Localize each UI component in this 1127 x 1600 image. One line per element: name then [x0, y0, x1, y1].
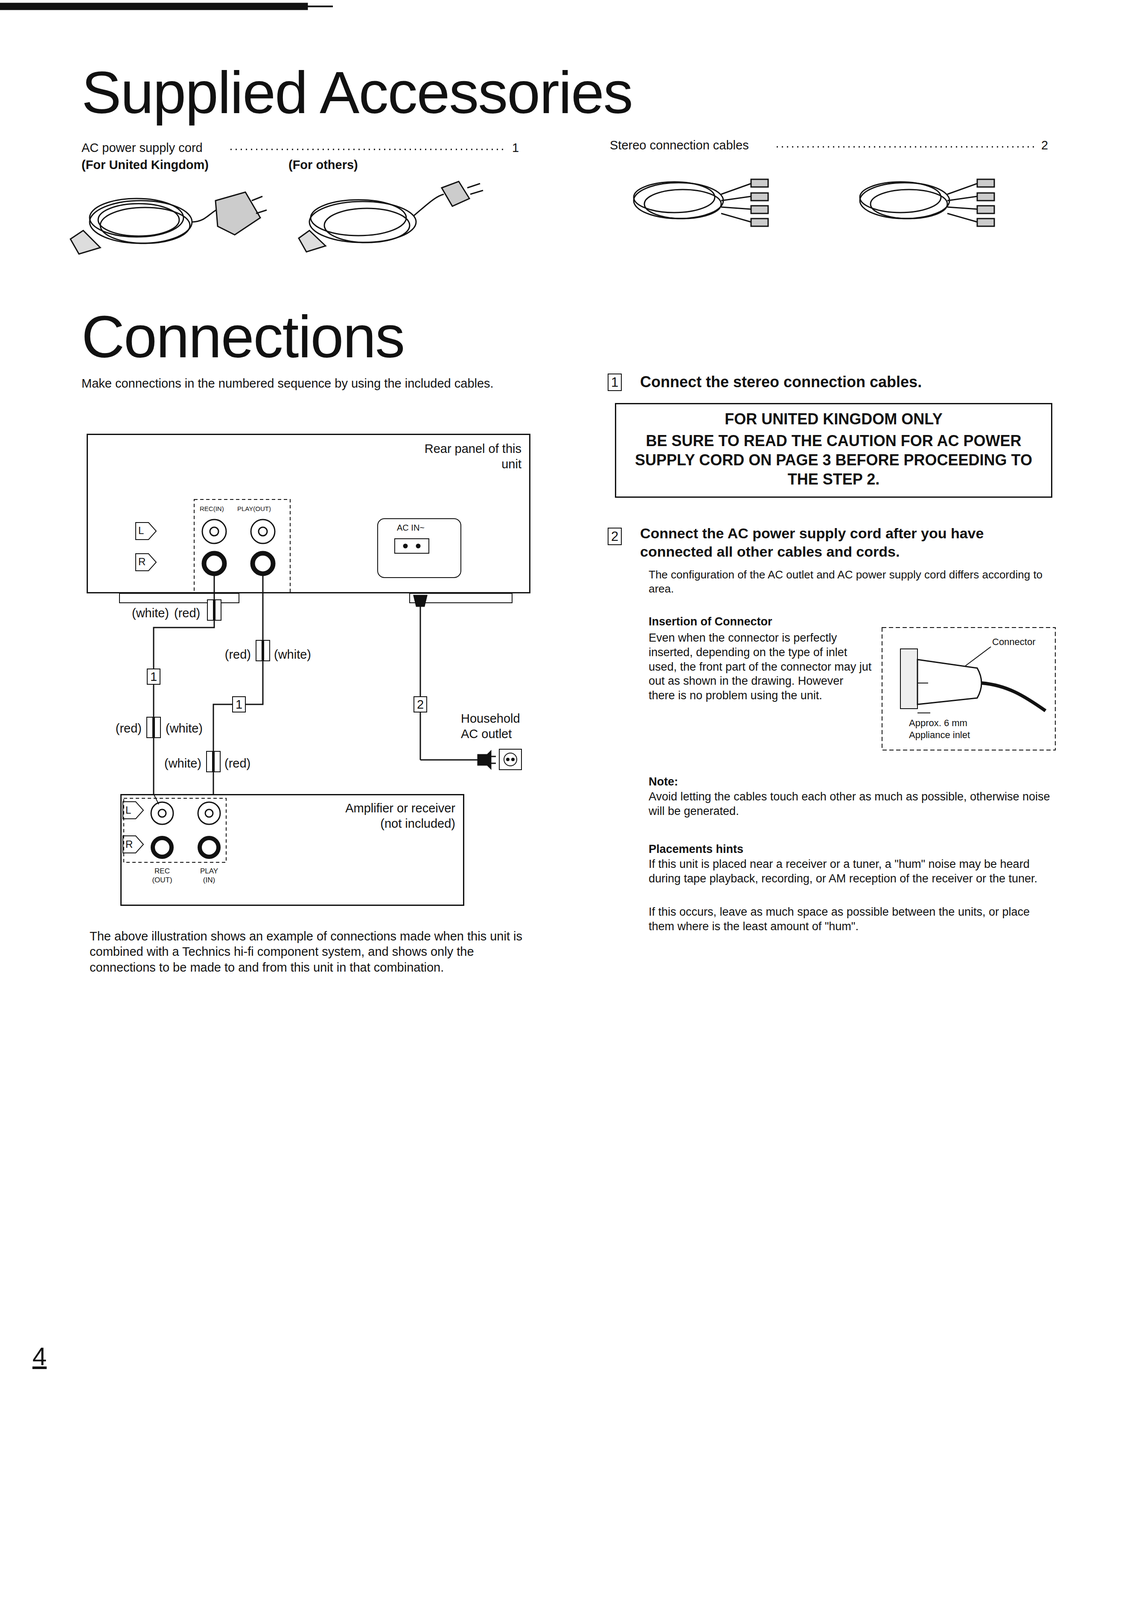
jack-label: PLAY (IN) — [194, 866, 225, 885]
uk-power-cord — [70, 192, 267, 254]
connection-cable — [213, 593, 263, 794]
stereo-cable — [859, 179, 995, 227]
plug-color: (white) — [273, 646, 312, 662]
cable-wire — [153, 793, 159, 804]
connector-drawing — [900, 646, 1046, 713]
jack-label: PLAY(OUT) — [237, 504, 271, 513]
ac-inlet — [377, 518, 461, 578]
body-text: Even when the connector is perfectly ins… — [648, 630, 873, 703]
region-note: (For others) — [288, 157, 359, 173]
jack-panel — [194, 499, 291, 593]
rca-jack — [151, 801, 221, 857]
body-text: The configuration of the AC outlet and A… — [648, 567, 1055, 596]
plug-color: (white) — [158, 755, 202, 771]
plug-color: (red) — [174, 605, 201, 621]
outlet-label: Household AC outlet — [460, 710, 536, 742]
box-body: BE SURE TO READ THE CAUTION FOR AC POWER… — [626, 430, 1041, 489]
accessory-name: AC power supply cord — [81, 139, 203, 156]
note-text: Avoid letting the cables touch each othe… — [648, 789, 1055, 819]
channel-label: R — [125, 837, 133, 851]
header-bar — [307, 5, 333, 8]
part-name: Appliance inlet — [908, 728, 970, 741]
accessory-name: Stereo connection cables — [609, 137, 749, 153]
channel-label: L — [125, 803, 132, 817]
power-cord — [298, 181, 484, 252]
caption-text: The above illustration shows an example … — [89, 928, 534, 975]
part-name: Connector — [992, 635, 1036, 648]
callout-number: 2 — [413, 696, 428, 713]
inlet-label: AC IN~ — [396, 522, 425, 533]
sub-heading: Placements hints — [648, 841, 744, 857]
plug-color: (red) — [99, 720, 142, 736]
jack-label: REC (OUT) — [147, 866, 178, 885]
box-heading: Amplifier or receiver (not included) — [327, 800, 456, 832]
callout-number: 1 — [146, 668, 161, 685]
region-note: (For United Kingdom) — [81, 157, 209, 173]
cable-wire — [262, 574, 264, 594]
plug-color: (red) — [224, 755, 251, 771]
plug-color: (white) — [165, 720, 203, 736]
note-text: If this unit is placed near a receiver o… — [648, 856, 1055, 886]
channel-label: L — [138, 524, 144, 537]
jack-label: REC(IN) — [199, 504, 225, 513]
dimension: Approx. 6 mm — [908, 716, 968, 729]
channel-mark — [122, 801, 144, 819]
plug-color: (white) — [126, 605, 169, 621]
stereo-cable — [633, 179, 769, 227]
page-title: Supplied Accessories — [81, 59, 633, 126]
box-heading: Rear panel of this unit — [419, 440, 522, 472]
cable-wire — [213, 574, 216, 594]
leader-dots — [230, 148, 506, 151]
page-number: 4 — [32, 1339, 47, 1372]
amplifier-box: Amplifier or receiver (not included) — [120, 793, 465, 906]
step-heading: Connect the stereo connection cables. — [640, 372, 1050, 392]
ac-cord — [413, 595, 522, 770]
channel-mark — [135, 522, 157, 540]
ac-inlet — [394, 538, 429, 554]
connection-cable — [153, 593, 215, 794]
quantity: 2 — [1041, 137, 1049, 153]
header-bar — [0, 3, 308, 10]
figure-frame — [882, 627, 1056, 750]
box-heading: FOR UNITED KINGDOM ONLY — [626, 409, 1041, 429]
rca-plug — [146, 599, 270, 772]
sub-heading: Note: — [648, 774, 679, 790]
rca-jack — [202, 519, 275, 574]
channel-mark — [135, 553, 157, 571]
leader-dots — [776, 146, 1037, 148]
channel-label: R — [138, 555, 146, 568]
step-heading: Connect the AC power supply cord after y… — [640, 524, 1050, 561]
sub-heading: Insertion of Connector — [648, 614, 773, 630]
step-number: 2 — [607, 527, 622, 545]
plug-color: (red) — [213, 646, 251, 662]
unit-rear-panel: Rear panel of this unit — [86, 433, 531, 594]
quantity: 1 — [512, 139, 519, 156]
section-heading: Connections — [81, 303, 405, 370]
note-text: If this occurs, leave as much space as p… — [648, 904, 1055, 934]
channel-mark — [122, 835, 144, 853]
step-number: 1 — [607, 373, 622, 391]
intro-text: Make connections in the numbered sequenc… — [81, 375, 534, 391]
jack-panel — [123, 797, 227, 862]
callout-number: 1 — [232, 696, 246, 713]
caution-box: FOR UNITED KINGDOM ONLYBE SURE TO READ T… — [614, 402, 1053, 498]
